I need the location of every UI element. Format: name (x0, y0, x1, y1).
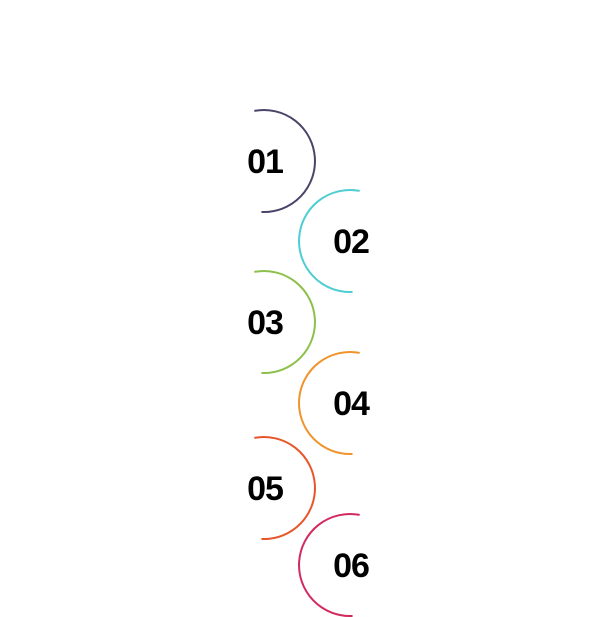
step-ring-06 (298, 513, 360, 617)
step-04: 04 (298, 351, 371, 455)
step-number-04: 04 (333, 385, 370, 423)
step-number-03: 03 (247, 304, 283, 342)
step-number-05: 05 (247, 470, 283, 508)
step-02: 02 (298, 189, 370, 293)
step-ring-02 (298, 189, 360, 293)
step-03: 03 (247, 270, 316, 374)
step-01: 01 (247, 109, 316, 213)
step-number-01: 01 (247, 143, 283, 181)
step-number-06: 06 (333, 547, 369, 585)
step-ring-05 (254, 436, 316, 540)
step-number-02: 02 (333, 223, 369, 261)
step-ring-03 (254, 270, 316, 374)
step-ring-01 (254, 109, 316, 213)
step-ring-04 (298, 351, 360, 455)
step-05: 05 (247, 436, 316, 540)
step-06: 06 (298, 513, 370, 617)
